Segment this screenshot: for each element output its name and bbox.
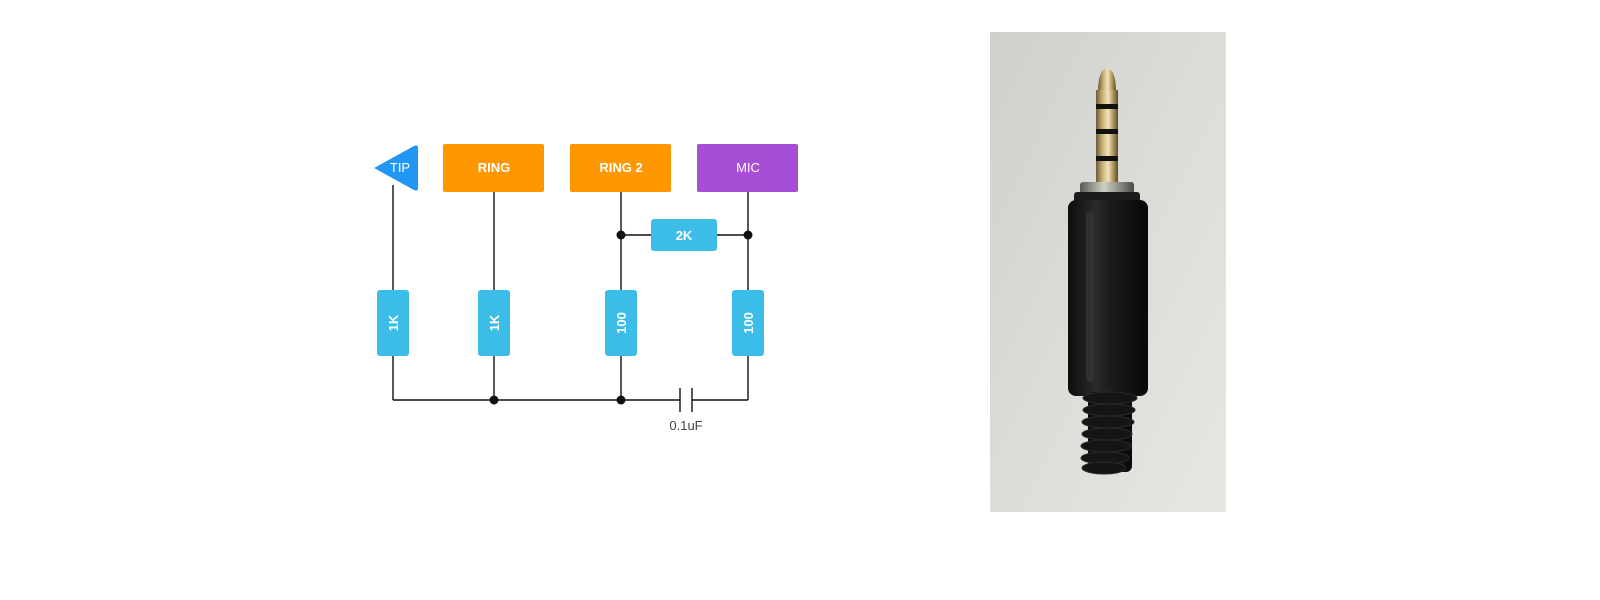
circuit-diagram: 0.1uF TIP RING RING 2 MIC 1K 1K 100 100 [374, 144, 798, 433]
spring-coil-7 [1081, 461, 1127, 475]
spring-coil-5 [1080, 439, 1132, 453]
wires [392, 185, 749, 401]
spring-coil-4 [1081, 427, 1133, 441]
trrs-plug-photo [990, 32, 1226, 512]
pin-shaft [1096, 90, 1118, 188]
strain-relief-spring [1080, 391, 1138, 475]
resistor-mic: 100 [732, 290, 764, 356]
resistor-ring2-label: 100 [614, 312, 629, 334]
junction-ring2-bottom [616, 395, 626, 405]
terminal-ring-label: RING [478, 160, 511, 175]
resistor-tip-body [377, 290, 409, 356]
terminal-tip: TIP [374, 145, 418, 191]
terminal-tip-label: TIP [390, 160, 410, 175]
terminal-mic: MIC [697, 144, 798, 192]
tip-arrow-shape [374, 145, 418, 191]
housing-highlight [1086, 212, 1094, 382]
pin-insulator-3 [1096, 156, 1118, 161]
resistor-ring-label: 1K [487, 314, 502, 331]
terminal-ring: RING [443, 144, 544, 192]
pin-insulator-2 [1096, 129, 1118, 134]
terminal-ring2: RING 2 [570, 144, 671, 192]
pin-insulator-1 [1096, 104, 1118, 109]
resistor-bridge-label: 2K [676, 228, 693, 243]
terminal-mic-box [697, 144, 798, 192]
resistor-ring2-body [605, 290, 637, 356]
pin-collar [1080, 182, 1134, 194]
plug-housing [1068, 192, 1148, 396]
pin-tip [1098, 68, 1116, 92]
resistor-ring2: 100 [605, 290, 637, 356]
plug-pin [1080, 68, 1134, 194]
junctions [489, 230, 753, 405]
resistor-bridge: 2K [651, 219, 717, 251]
housing-body [1068, 200, 1148, 396]
resistor-ring-body [478, 290, 510, 356]
junction-ring2-bridge [616, 230, 626, 240]
terminal-mic-label: MIC [736, 160, 760, 175]
resistor-bridge-body [651, 219, 717, 251]
resistor-ring: 1K [478, 290, 510, 356]
resistor-tip: 1K [377, 290, 409, 356]
junction-mic-bridge [743, 230, 753, 240]
terminal-ring-box [443, 144, 544, 192]
resistor-mic-label: 100 [741, 312, 756, 334]
terminal-ring2-box [570, 144, 671, 192]
spring-coil-2 [1082, 403, 1136, 417]
resistor-mic-body [732, 290, 764, 356]
capacitor-label: 0.1uF [669, 418, 702, 433]
terminal-ring2-label: RING 2 [599, 160, 642, 175]
spring-coil-1 [1082, 391, 1138, 405]
junction-ring-bottom [489, 395, 499, 405]
resistor-tip-label: 1K [386, 314, 401, 331]
spring-coil-3 [1081, 415, 1135, 429]
capacitor-symbol [679, 388, 693, 412]
